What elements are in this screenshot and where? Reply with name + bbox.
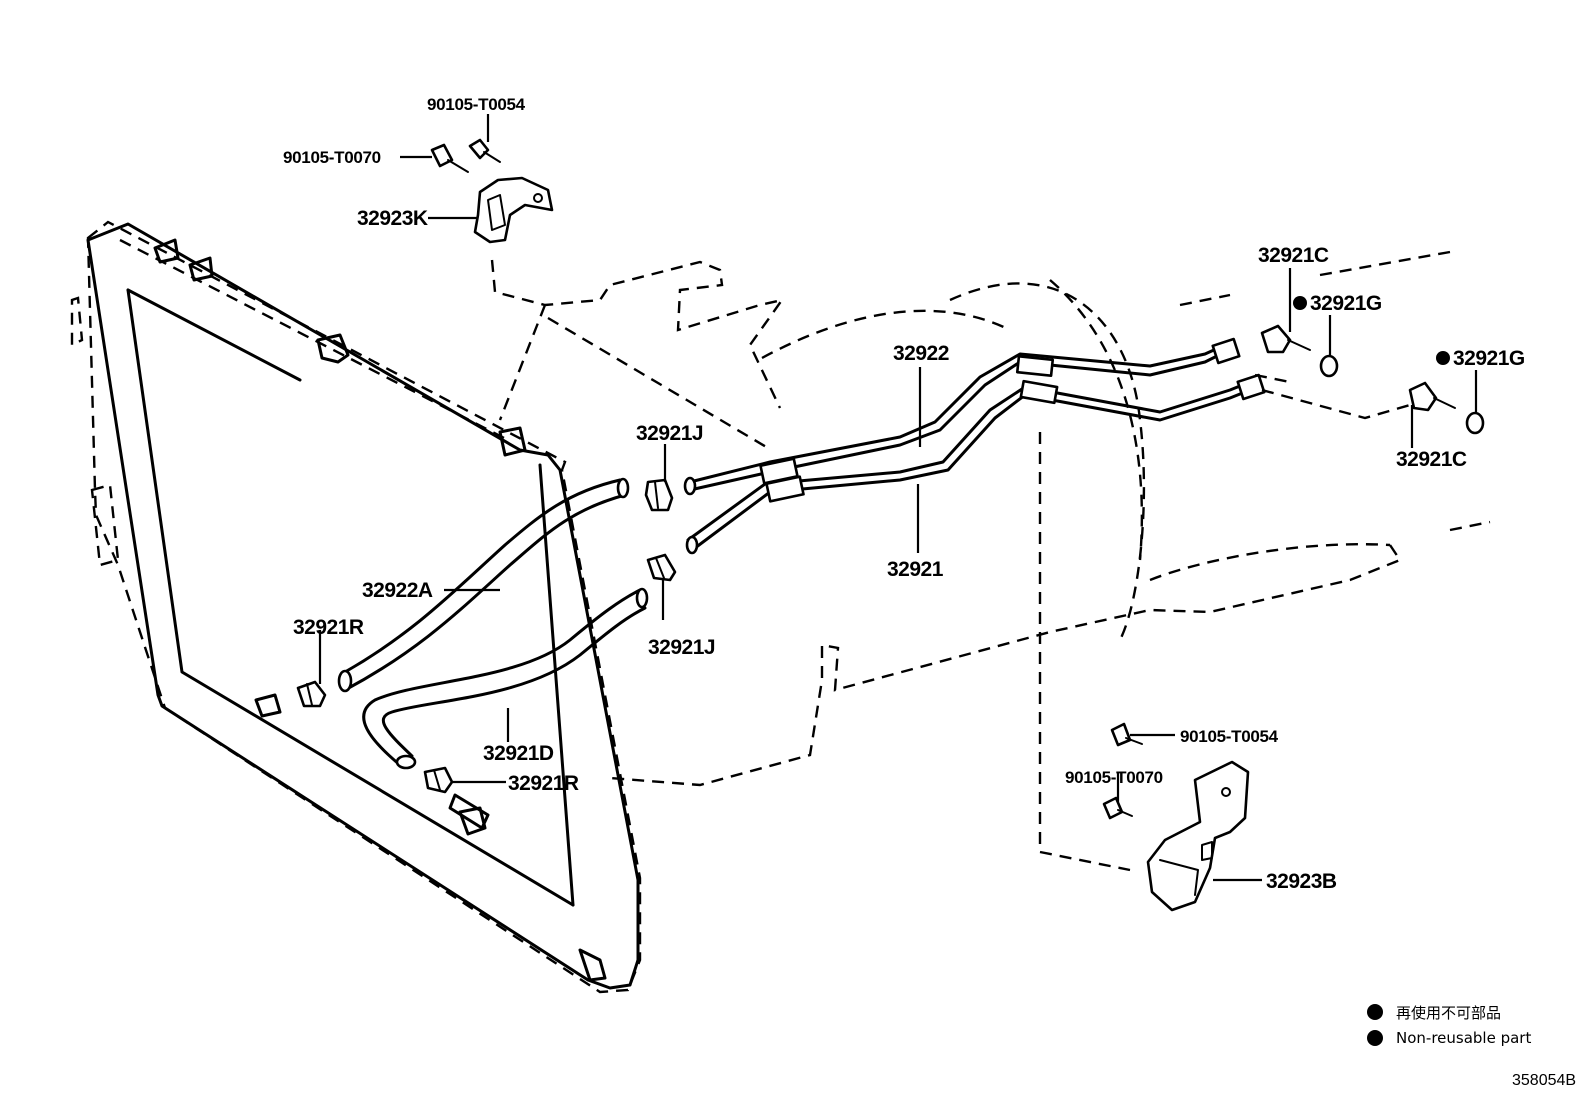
transmission-outline — [490, 250, 1491, 872]
label-hose-lower: 32921D — [483, 742, 554, 765]
label-gasket-lower: 32921G — [1453, 347, 1525, 370]
legend-dot-1 — [1367, 1004, 1383, 1020]
label-hose-upper: 32922A — [362, 579, 433, 602]
label-bolt-right-1: 90105-T0054 — [1180, 727, 1279, 746]
leader-lines — [318, 114, 1478, 882]
label-bolt-top-1: 90105-T0054 — [427, 95, 526, 114]
legend-text-en: Non-reusable part — [1396, 1029, 1531, 1047]
label-bolt-top-2: 90105-T0070 — [283, 148, 381, 167]
label-clamp-left: 32921R — [293, 616, 364, 639]
legend: 再使用不可部品 Non-reusable part — [1367, 1004, 1531, 1047]
gasket-32921G-upper — [1319, 354, 1339, 378]
label-clamp-lower: 32921J — [648, 636, 715, 659]
diagram-code: 358054B — [1512, 1072, 1576, 1089]
non-reusable-dot-lower — [1436, 351, 1450, 365]
label-fitting-lower: 32921C — [1396, 448, 1467, 471]
clamp-32921J-upper — [644, 478, 674, 512]
label-fitting-upper: 32921C — [1258, 244, 1329, 267]
label-pipe-lower: 32921 — [887, 558, 944, 581]
hose-32921D — [362, 587, 649, 770]
label-bracket-right: 32923B — [1266, 870, 1337, 893]
label-clamp-upper: 32921J — [636, 422, 703, 445]
label-bolt-right-2: 90105-T0070 — [1065, 768, 1163, 787]
bolt-90105-T0070-right — [1102, 796, 1133, 820]
non-reusable-dot-upper — [1293, 296, 1307, 310]
callout-labels: 90105-T0054 90105-T0070 32923K 32921C 32… — [283, 95, 1525, 893]
clamp-32921R-left — [296, 680, 327, 708]
label-pipe-upper: 32922 — [893, 342, 949, 365]
clamp-32921R-bottom — [423, 766, 454, 794]
bolt-90105-T0054-top — [468, 138, 501, 163]
bracket-32923B — [1146, 760, 1250, 912]
gasket-32921G-lower — [1465, 411, 1485, 435]
hose-32922A — [337, 477, 630, 693]
legend-text-jp: 再使用不可部品 — [1396, 1004, 1501, 1022]
legend-dot-2 — [1367, 1030, 1383, 1046]
bracket-32923K — [473, 176, 554, 244]
label-bracket-top: 32923K — [357, 207, 428, 230]
fitting-32921C-upper — [1260, 324, 1311, 354]
pipe-32922 — [688, 343, 1227, 492]
pipe-32921 — [686, 380, 1252, 550]
label-clamp-bottom: 32921R — [508, 772, 579, 795]
label-gasket-upper: 32921G — [1310, 292, 1382, 315]
radiator — [70, 220, 642, 994]
bolt-90105-T0070-top — [430, 143, 469, 173]
bolt-90105-T0054-right — [1110, 722, 1143, 747]
clamp-32921J-lower — [646, 553, 677, 582]
fitting-32921C-lower — [1408, 381, 1456, 412]
